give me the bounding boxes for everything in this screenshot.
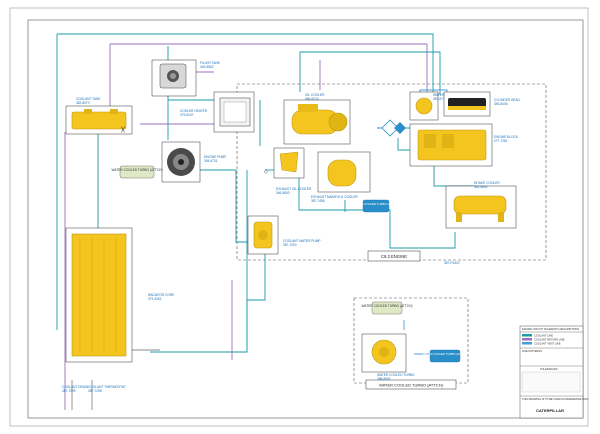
supply-line-top (57, 33, 434, 100)
turbo-note-left: WATER COOLED TURBO (ATTCH) (112, 165, 163, 179)
engine-block-part[interactable] (409, 123, 493, 167)
water-pump-top-pn: 387-8731 (433, 97, 447, 101)
engine-pump-label: ENGINE PUMP (204, 155, 226, 159)
legend-swatch-vent (522, 342, 532, 345)
water-cooled-turbo-pn: 388-8052 (377, 377, 391, 381)
exhaust-manifold-cooler-label: EXHAUST MANIFOLD COOLER (311, 195, 358, 199)
cooler-heater-label: COOLER HEATER (180, 109, 208, 113)
exhaust-oil-cooler-label: EXHAUST OIL COOLER (276, 187, 312, 191)
water-pump-top-label: WATER PUMP (433, 93, 454, 97)
legend-swatch-supply (522, 334, 532, 337)
oil-cooler-part[interactable] (283, 99, 351, 145)
cooler-heater-part[interactable] (213, 91, 255, 133)
drawing-frame (27, 19, 584, 419)
company-name: CATERPILLAR (536, 408, 564, 413)
radiator-core-pn: 373-3261 (148, 297, 162, 301)
connector-symbol: )( (121, 127, 125, 133)
exhaust-manifold-cooler-part[interactable] (317, 151, 371, 193)
water-turbo-note-top: WATER COOLED TURBO (ATTCH) (362, 301, 413, 315)
intake-cooler-label: INTAKE COOLER (474, 181, 500, 185)
supply-line-oil-cooler-top (299, 51, 441, 95)
coolant-water-pump-label: COOLANT WATER PUMP (283, 239, 320, 243)
engine-pump-pn: 394-6731 (204, 159, 218, 163)
c93-engine-boundary (236, 83, 547, 261)
title-block: ENGINE CIRCUIT SCHEMATIC DESCRIPTIONS CO… (519, 325, 589, 419)
return-line-top (110, 43, 428, 96)
thermostat-valve[interactable] (381, 119, 406, 137)
intake-cooler-part[interactable] (445, 185, 517, 229)
sheet-border (9, 7, 589, 427)
cylinder-head-label: CYLINDER HEAD (494, 98, 521, 102)
exhaust-manifold-cooler-pn: 387-7456 (311, 199, 325, 203)
turbo-attach-label: WATER COOLED TURBO (ATTCH) (379, 383, 444, 388)
coolant-drain-pn: 487-7299 (62, 389, 76, 393)
coolant-drain-label: COOLANT DRAIN (62, 385, 89, 389)
turbo-note-center: WATER COOLED TURBO (ATTCH) (354, 199, 399, 213)
coolant-tank-part[interactable] (65, 105, 133, 135)
supply-line-pump (198, 169, 250, 243)
supply-line-return-rad (150, 242, 266, 353)
legend-title: LINE PATTERNS (522, 349, 542, 353)
water-cooled-turbo-label: WATER COOLED TURBO (377, 373, 415, 377)
cooler-heater-pn: 279-5247 (180, 113, 194, 117)
filler-tank-pn: 443-9562 (200, 65, 214, 69)
wct-note-right-text: WATER COOLED TURBO (ATTCH) (423, 352, 468, 356)
filler-tank-part[interactable] (151, 59, 197, 97)
radiator-core-part[interactable] (65, 227, 133, 363)
coolant-thermostat-pn: 487-7298 (88, 389, 102, 393)
supply-line-bottom-engine (298, 178, 456, 249)
legend-swatch-return (522, 338, 532, 341)
coolant-thermostat-label: COOLANT THERMOSTAT (88, 385, 126, 389)
legend-row2: COOLANT RETURN LINE (534, 338, 565, 342)
coolant-water-pump-pn: 387-7000 (283, 243, 297, 247)
engine-block-label: ENGINE BLOCK (494, 135, 519, 139)
intake-cooler-pn: 344-9842 (474, 185, 488, 189)
title-block-header: ENGINE CIRCUIT SCHEMATIC DESCRIPTIONS (522, 327, 579, 331)
radiator-core-label: RADIATOR CORE (148, 293, 174, 297)
exhaust-oil-cooler-part[interactable] (273, 147, 305, 179)
turbo-note-left-text: WATER COOLED TURBO (ATTCH) (112, 168, 163, 172)
c93-engine-tag (367, 250, 421, 262)
bottom-part-number: 387-P4422 (444, 261, 460, 265)
water-turbo-note-top-text: WATER COOLED TURBO (ATTCH) (362, 304, 413, 308)
cylinder-head-part[interactable] (443, 91, 491, 117)
check-symbol: ◇ (264, 169, 268, 175)
engine-block-pn: 277-7261 (494, 139, 508, 143)
coolant-tank-pn: 462-8070 (76, 101, 90, 105)
turbo-attach-tag (365, 379, 457, 390)
engine-pump-part[interactable] (161, 141, 201, 183)
exhaust-oil-cooler-pn: 346-5800 (276, 191, 290, 195)
wct-note-right: WATER COOLED TURBO (ATTCH) (423, 349, 468, 363)
notes-title: TOLERANCES (540, 367, 558, 371)
c93-engine-label: C9.3 ENGINE (381, 254, 407, 259)
water-cooled-turbo-part[interactable] (361, 333, 407, 373)
disclaimer-text: THIS DRAWING IS TO BE USED AS REFERENCE … (522, 397, 589, 401)
oil-cooler-pn: 566-5274 (305, 97, 319, 101)
oil-cooler-label: OIL COOLER (305, 93, 325, 97)
filler-tank-label: FILLER TANK (200, 61, 221, 65)
cylinder-head-pn: 346-8406 (494, 102, 508, 106)
turbo-note-center-text: WATER COOLED TURBO (ATTCH) (354, 202, 399, 206)
water-pump-top-part[interactable] (409, 91, 439, 121)
coolant-water-pump-part[interactable] (247, 215, 279, 255)
legend-row3: COOLANT VENT LINE (534, 342, 561, 346)
legend-row1: COOLANT LINE (534, 334, 553, 338)
coolant-tank-label: COOLANT TANK (76, 97, 101, 101)
